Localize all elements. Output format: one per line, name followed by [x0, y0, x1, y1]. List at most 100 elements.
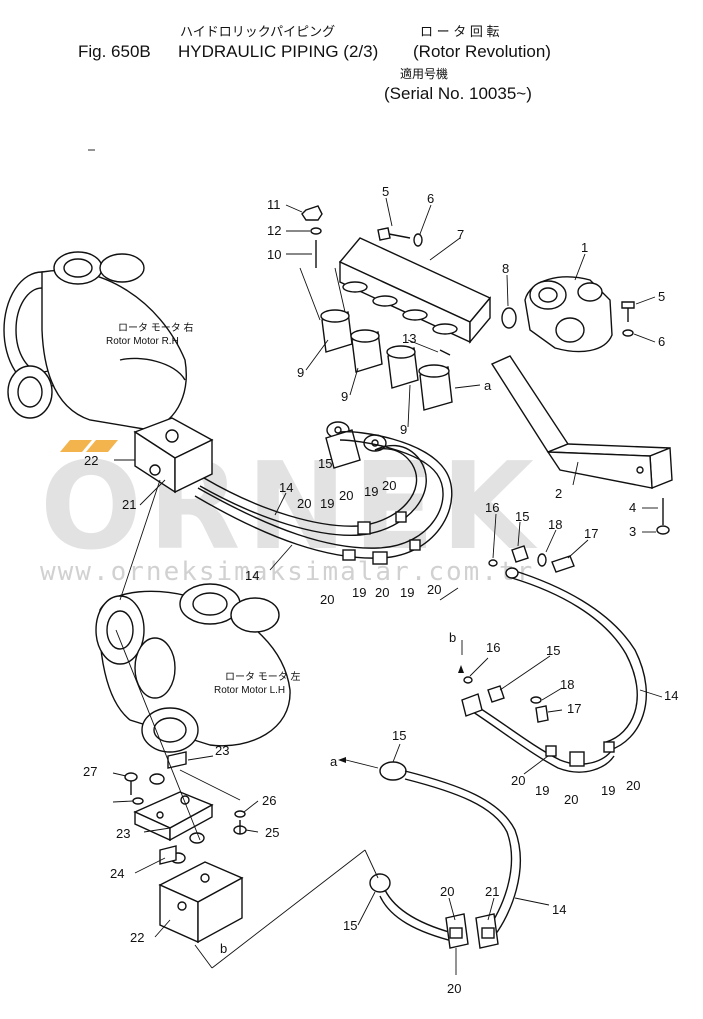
relief-valve	[350, 329, 383, 373]
washer-6-right	[622, 329, 634, 337]
callout-20: 20	[564, 792, 578, 807]
hose-right	[505, 567, 647, 751]
watermark: ORNEK www.orneksimaksimalar.com.tr	[40, 438, 540, 587]
callout-20: 20	[297, 496, 311, 511]
clamp	[449, 927, 463, 939]
callout-22: 23	[116, 826, 130, 841]
figure-number: Fig. 650B	[78, 42, 151, 61]
callout-4: 4	[629, 500, 636, 515]
callout-20: 20	[339, 488, 353, 503]
clamp	[481, 927, 495, 939]
callout-20: 20	[320, 592, 334, 607]
serial-japanese: 適用号機	[400, 66, 448, 81]
adapter-plate-lower	[133, 791, 214, 842]
hose-upper	[194, 431, 453, 559]
callout-20: 20	[440, 884, 454, 899]
clamp	[409, 539, 421, 551]
watermark-chevron	[86, 440, 118, 452]
callout-19: 19	[601, 783, 615, 798]
clamp	[569, 751, 585, 767]
o-ring-16	[463, 676, 473, 684]
callout-23: 24	[110, 866, 124, 881]
leader-lines	[112, 197, 663, 975]
callout-15: 15	[392, 728, 406, 743]
washer-27	[132, 797, 144, 805]
callout-25: 26	[262, 793, 276, 808]
o-ring-16	[488, 559, 498, 567]
clamp	[357, 521, 371, 535]
shim	[167, 751, 187, 769]
callout-21: 21	[122, 497, 136, 512]
callout-14: 14	[245, 568, 259, 583]
callout-17: 17	[567, 701, 581, 716]
watermark-logo: ORNEK	[40, 438, 540, 577]
callout-15: 15	[515, 509, 529, 524]
watermark-url: www.orneksimaksimalar.com.tr	[40, 557, 534, 587]
callout-15: 15	[546, 643, 560, 658]
hose-right-lower	[461, 693, 615, 773]
callout-11: 11	[267, 197, 281, 212]
washer-6	[413, 233, 423, 247]
callout-18: 18	[548, 517, 562, 532]
motor-lh-en-label: Rotor Motor L.H	[214, 685, 285, 696]
bolt-24	[233, 820, 247, 835]
bolt-17	[535, 705, 549, 723]
callout-15: 15	[318, 456, 332, 471]
callout-14: 14	[552, 902, 566, 917]
washer-12	[310, 227, 322, 235]
rotor-motor-lh: ロータ モータ 左 Rotor Motor L.H	[95, 583, 301, 753]
relief-valve	[386, 345, 419, 389]
plug-13	[439, 349, 451, 356]
callout-19: 19	[352, 585, 366, 600]
washer-18	[537, 553, 547, 567]
washer-25	[234, 810, 246, 818]
o-ring	[189, 832, 205, 844]
clamp	[342, 549, 356, 561]
callout-20: 20	[375, 585, 389, 600]
ref-letter-a: a	[330, 754, 338, 769]
callout-1: 1	[581, 240, 588, 255]
subtitle-japanese: ロ ー タ 回 転	[420, 24, 499, 39]
ref-letter-b: b	[220, 941, 227, 956]
callout-20: 20	[427, 582, 441, 597]
callout-13: 13	[402, 331, 416, 346]
motor-lh-jp-label: ロータ モータ 左	[225, 670, 301, 683]
clamp	[395, 511, 407, 523]
clamp	[603, 741, 615, 753]
relief-valve	[320, 309, 353, 353]
callout-20: 20	[626, 778, 640, 793]
washer-18	[530, 696, 542, 704]
callout-16: 16	[486, 640, 500, 655]
callout-3: 3	[629, 524, 636, 539]
o-ring-8	[501, 307, 517, 329]
hose-lower	[369, 761, 521, 943]
relief-valve	[418, 364, 453, 411]
callout-5: 5	[382, 184, 389, 199]
ref-letter-a: a	[484, 378, 492, 393]
rotary-joint	[524, 276, 613, 353]
clamp	[545, 745, 557, 757]
rotor-motor-rh: ロータ モータ 右 Rotor Motor R.H	[3, 251, 194, 431]
callout-5: 5	[658, 289, 665, 304]
callout-19: 19	[364, 484, 378, 499]
callout-19: 19	[535, 783, 549, 798]
subtitle-rotor-revolution: (Rotor Revolution)	[413, 42, 551, 61]
callout-20: 21	[485, 884, 499, 899]
tag-15	[325, 429, 361, 469]
watermark-chevron	[60, 440, 92, 452]
callout-15: 15	[343, 918, 357, 933]
callout-18: 18	[560, 677, 574, 692]
arrow-a	[338, 757, 346, 763]
bolt-3	[656, 498, 670, 535]
callout-19: 20	[447, 981, 461, 996]
bracket	[490, 355, 673, 490]
callout-23: 23	[215, 743, 229, 758]
motor-rh-en-label: Rotor Motor R.H	[106, 336, 179, 347]
arrow-b	[458, 665, 464, 673]
callout-8: 8	[502, 261, 509, 276]
callout-24: 25	[265, 825, 279, 840]
callout-17: 17	[584, 526, 598, 541]
callout-14: 14	[664, 688, 678, 703]
